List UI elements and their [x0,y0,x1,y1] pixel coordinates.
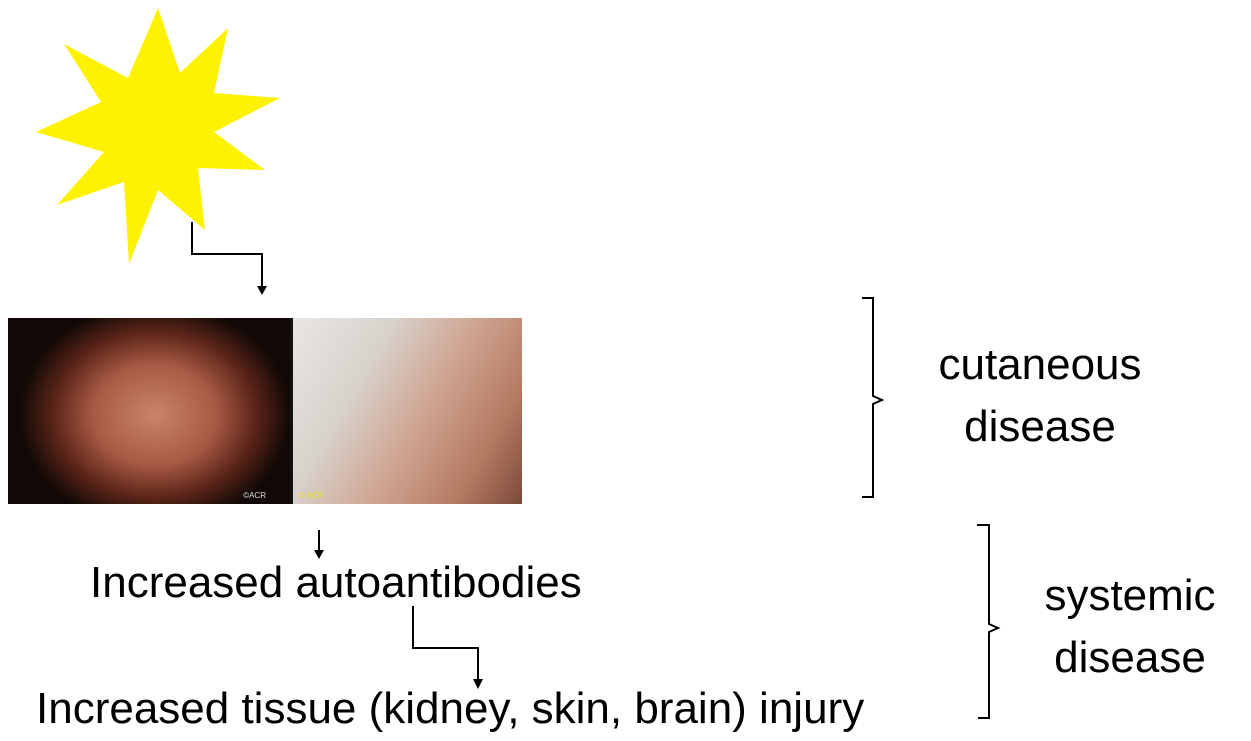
photo-watermark: © ACR [299,491,324,500]
photo-discoid-rash: ©ACR [8,318,290,504]
photo-malar-rash: © ACR [293,318,522,504]
systemic-line2: disease [1030,627,1230,689]
systemic-line1: systemic [1030,565,1230,627]
increased-autoantibodies-label: Increased autoantibodies [90,558,582,608]
autoantibodies-to-injury-connector [413,606,478,680]
increased-tissue-injury-label: Increased tissue (kidney, skin, brain) i… [36,684,864,734]
cutaneous-line2: disease [910,396,1170,458]
lupus-rash-photos: ©ACR © ACR [8,318,522,504]
cutaneous-line1: cutaneous [910,334,1170,396]
arrow-down-icon [257,286,267,295]
cutaneous-disease-label: cutaneous disease [910,334,1170,458]
sun-to-photos-connector [192,222,262,287]
systemic-disease-label: systemic disease [1030,565,1230,689]
sun-star-icon [36,8,280,264]
right-brace-icon [977,525,998,718]
right-brace-icon [862,298,882,497]
photo-watermark: ©ACR [243,491,266,500]
